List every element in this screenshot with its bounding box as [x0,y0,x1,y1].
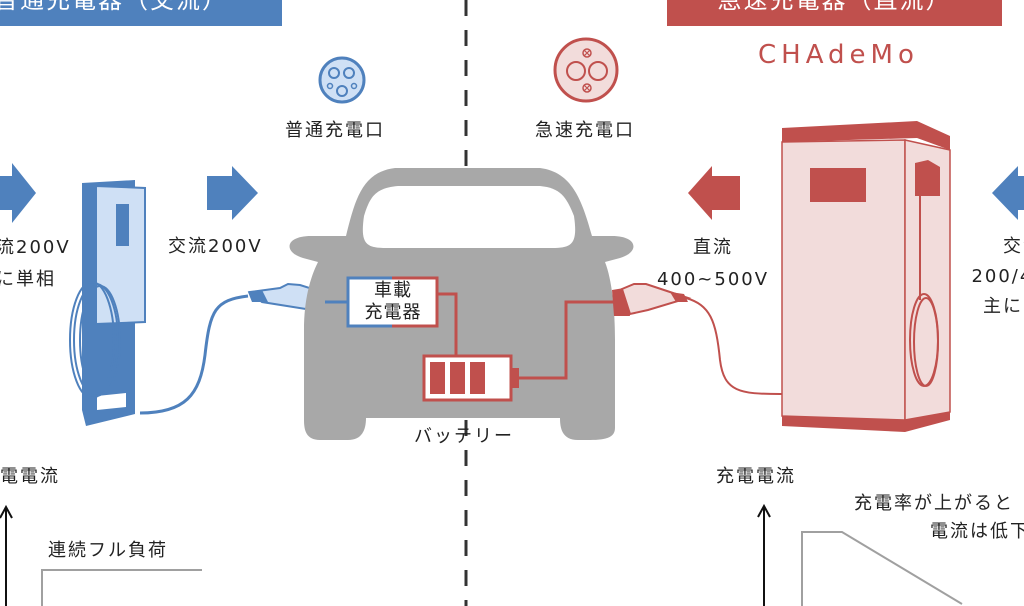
dc-input-voltage-line2: 200/400V [971,266,1024,287]
battery-level-bar [430,362,445,394]
onboard-charger-line2: 充電器 [364,302,422,323]
dc-input-voltage-line3: 主に三相 [983,296,1024,317]
dc-graph-annotation-line1: 充電率が上がると [854,493,1014,514]
ac-current-graph [0,504,202,606]
dc-input-voltage: 交流 200/400V 主に三相 [958,232,1024,322]
dc-charger-cabinet [781,121,951,432]
ac-graph-annotation: 連続フル負荷 [48,540,168,561]
dc-current-curve [801,531,963,606]
dc-graph-annotation: 充電率が上がると 電流は低下 [854,490,1024,546]
ac-graph-ylabel: 充電電流 [0,466,60,487]
battery-level-bar [450,362,465,394]
dc-output-arrow-icon [688,166,740,220]
ac-input-arrow-icon [0,163,36,223]
ac-input-voltage-line2: 主に単相 [0,269,56,290]
dc-current-graph [757,503,963,606]
ac-charger-banner: 普通充電器（交流） [0,0,282,26]
battery-icon [422,300,614,402]
ac-charger-stand [69,180,249,426]
dc-output-voltage-line2: 400~500V [656,269,770,290]
onboard-charger-box [325,276,458,356]
onboard-charger-line1: 車載 [374,280,412,301]
dc-output-voltage: 直流 400~500V [648,232,778,296]
dc-plug-icon [612,283,935,395]
car-front-icon [289,168,634,440]
ac-current-curve [41,569,202,606]
battery-level-bar [470,362,485,394]
dc-graph-ylabel: 充電電流 [716,466,796,487]
dc-input-arrow-icon [992,166,1024,220]
onboard-charger-label: 車載 充電器 [350,280,436,324]
battery-label: バッテリー [414,426,514,447]
ac-port-label: 普通充電口 [285,120,385,141]
ac-port-icon [318,56,366,104]
dc-graph-annotation-line2: 電流は低下 [930,521,1024,542]
ac-input-voltage: 交流200V 主に単相 [0,232,71,296]
dc-charger-banner: 急速充電器（直流） [667,0,1002,26]
dc-charger-title: 急速充電器（直流） [717,0,952,14]
dc-output-voltage-line1: 直流 [693,237,733,258]
ac-charger-title: 普通充電器（交流） [0,0,228,14]
dc-input-voltage-line1: 交流 [1003,236,1024,257]
chademo-label: CHAdeMo [758,40,919,70]
dc-port-label: 急速充電口 [535,120,635,141]
dc-port-icon [553,37,619,103]
ac-output-voltage: 交流200V [168,236,263,257]
ac-output-arrow-icon [207,166,258,220]
ac-input-voltage-line1: 交流200V [0,237,71,258]
